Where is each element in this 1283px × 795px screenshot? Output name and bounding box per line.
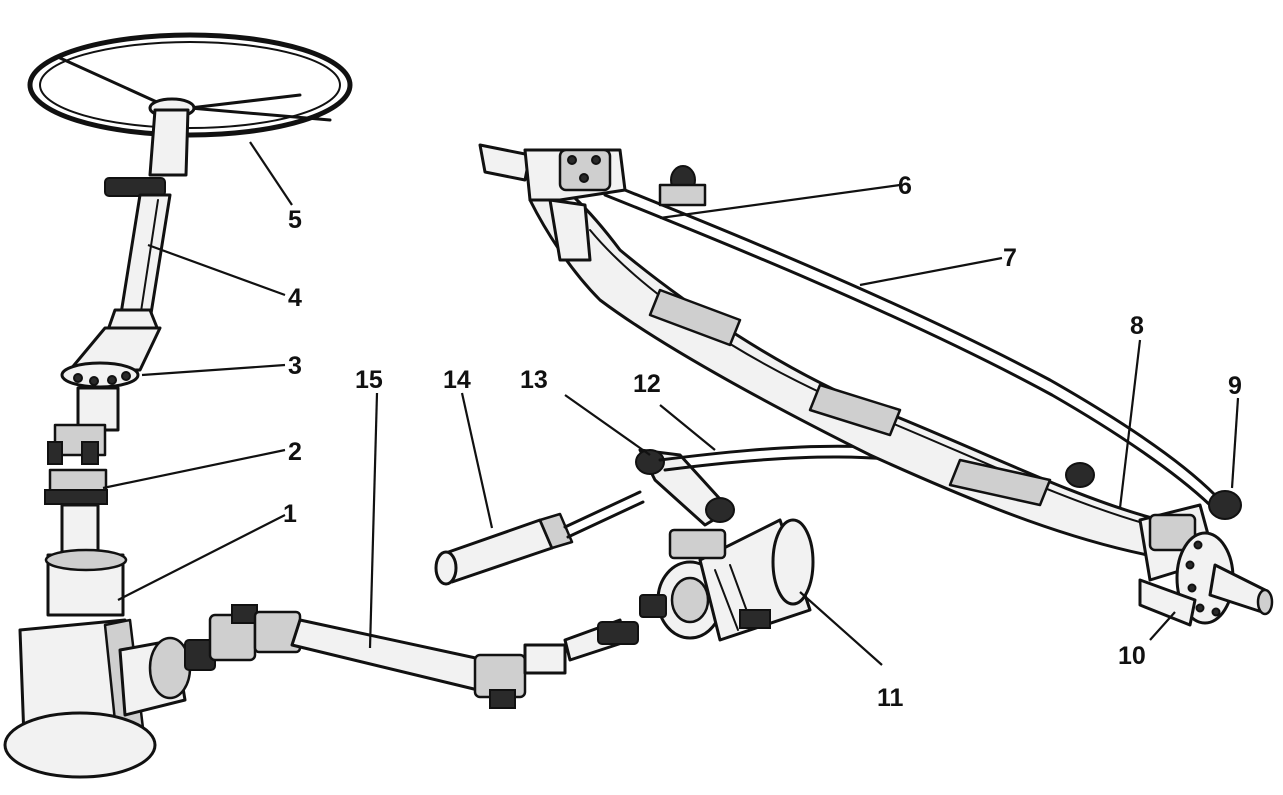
callout-5: 5	[288, 206, 302, 234]
callout-7: 7	[1003, 244, 1017, 272]
leader-lines	[102, 141, 1240, 666]
callout-15: 15	[355, 366, 383, 394]
callout-12: 12	[633, 370, 661, 398]
callout-11: 11	[877, 684, 904, 712]
callout-10: 10	[1118, 642, 1146, 670]
callout-6: 6	[898, 172, 912, 200]
tie-rod	[598, 165, 1217, 507]
power-cylinder	[434, 490, 645, 586]
steering-gearbox	[3, 548, 216, 779]
coupling-flange	[60, 326, 162, 389]
steering-mechanism-cylinder	[639, 518, 815, 642]
steering-column	[104, 108, 190, 332]
callout-1: 1	[283, 500, 297, 528]
pitman-arm	[635, 448, 735, 527]
front-axle-beam	[528, 168, 1177, 562]
left-steering-knuckle	[478, 143, 627, 262]
callout-2: 2	[288, 438, 302, 466]
intermediate-cardan-shaft	[208, 604, 639, 709]
steering-wheel	[27, 32, 353, 138]
right-steering-knuckle	[1138, 490, 1274, 627]
cardan-shaft-upper	[44, 386, 120, 557]
callout-numbers: 1 2 3 4 5 6 7 8 9 10 11 12 13 14 15	[283, 172, 1242, 712]
callout-13: 13	[520, 366, 548, 394]
callout-4: 4	[288, 284, 302, 312]
callout-9: 9	[1228, 372, 1242, 400]
callout-14: 14	[443, 366, 471, 394]
callout-8: 8	[1130, 312, 1144, 340]
callout-3: 3	[288, 352, 302, 380]
